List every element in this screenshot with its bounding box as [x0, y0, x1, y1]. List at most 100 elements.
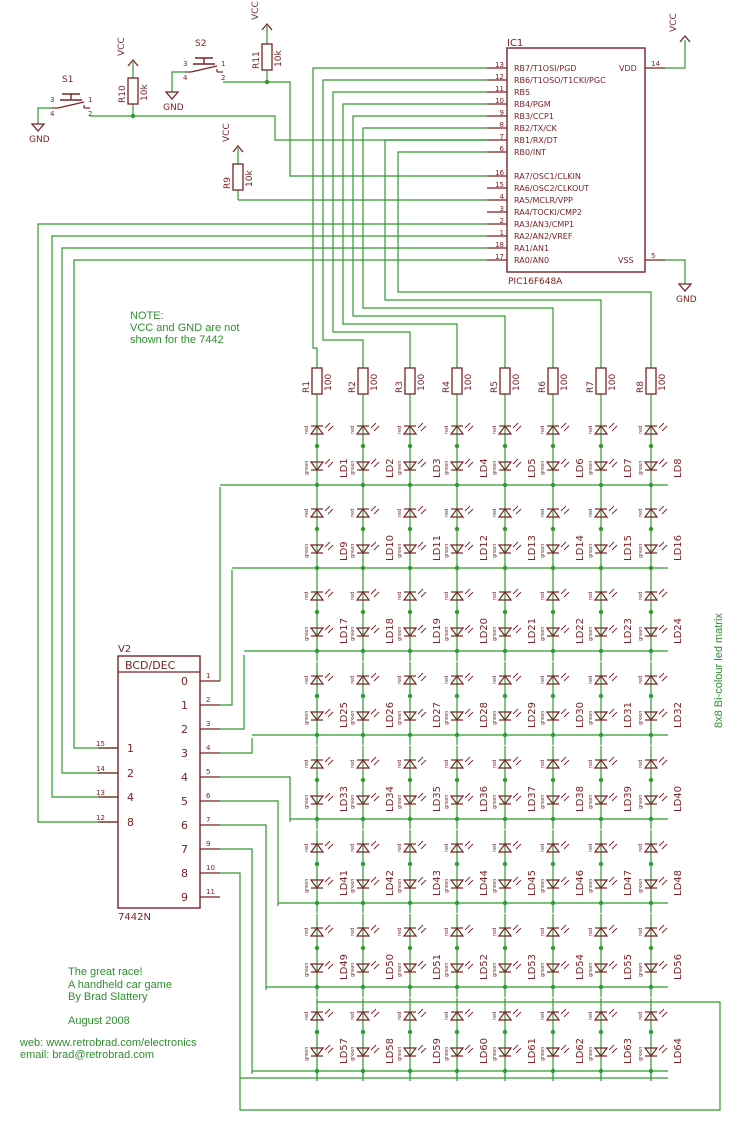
led-red-ray	[417, 505, 424, 512]
junction-dot	[407, 565, 413, 571]
led-green-label: green	[588, 879, 594, 893]
led-green-ray	[464, 541, 471, 548]
led-green-ray	[467, 544, 474, 551]
led-red-label: red	[492, 509, 498, 517]
led-red-ray	[611, 591, 618, 598]
resistor-body	[311, 367, 323, 395]
led-designator: LD52	[479, 954, 490, 980]
led-green-triangle	[643, 963, 659, 973]
led-designator: LD37	[527, 786, 538, 812]
junction-dot	[598, 984, 604, 990]
junction-dot	[360, 816, 366, 822]
led-green-ray	[563, 461, 570, 468]
junction-dot	[648, 777, 654, 783]
led-green-ray	[373, 627, 380, 634]
led-red-ray	[560, 924, 567, 931]
decoder-output-number: 7	[206, 816, 210, 824]
led-designator: LD12	[479, 535, 490, 561]
led-red-ray	[512, 756, 519, 763]
led-green-ray	[324, 1044, 331, 1051]
led-red-ray	[658, 756, 665, 763]
junction-dot	[502, 565, 508, 571]
junction-dot	[550, 482, 556, 488]
led-red-label: red	[350, 844, 356, 852]
led-designator: LD18	[385, 618, 396, 644]
led-red-ray	[327, 759, 334, 766]
led-red-ray	[420, 927, 427, 934]
junction-dot	[598, 1029, 604, 1035]
junction-dot	[360, 861, 366, 867]
led-green-ray	[327, 544, 334, 551]
led-red-ray	[560, 1008, 567, 1015]
led-red-label: red	[540, 760, 546, 768]
led-red-triangle	[309, 508, 325, 518]
junction-dot	[454, 777, 460, 783]
decoder-output-number: 10	[206, 864, 215, 872]
switch-blade	[190, 65, 218, 73]
led-red-label: red	[638, 844, 644, 852]
led-green-label: green	[350, 795, 356, 809]
ic1-pin-number: 12	[495, 73, 504, 81]
resistor-name: R7	[586, 381, 596, 393]
junction-dot	[648, 693, 654, 699]
led-green-triangle	[643, 879, 659, 889]
junction-dot	[550, 443, 556, 449]
led-green-ray	[324, 792, 331, 799]
led-green-triangle	[593, 461, 609, 471]
junction-dot	[598, 861, 604, 867]
led-red-ray	[611, 675, 618, 682]
led-red-ray	[420, 675, 427, 682]
led-green-label: green	[492, 1047, 498, 1061]
led-red-ray	[608, 840, 615, 847]
ic1-vdd-number: 14	[651, 60, 660, 68]
junction-dot	[407, 609, 413, 615]
vcc-arrow	[261, 22, 273, 31]
led-green-label: green	[304, 795, 310, 809]
led-green-label: green	[492, 627, 498, 641]
led-green-label: green	[397, 963, 403, 977]
vcc-symbol: VCC	[222, 123, 244, 153]
led-green-triangle	[402, 627, 418, 637]
led-designator: LD39	[623, 786, 634, 812]
led-green-triangle	[593, 627, 609, 637]
led-green-label: green	[397, 711, 403, 725]
led-designator: LD47	[623, 870, 634, 896]
led-red-triangle	[309, 843, 325, 853]
led-green-triangle	[497, 879, 513, 889]
led-red-label: red	[350, 592, 356, 600]
led-red-ray	[417, 1008, 424, 1015]
led-red-ray	[563, 675, 570, 682]
led-red-label: red	[304, 760, 310, 768]
junction-dot	[360, 482, 366, 488]
led-red-ray	[560, 588, 567, 595]
row-route-6	[220, 824, 267, 990]
led-designator: LD8	[673, 458, 684, 478]
junction-dot	[360, 443, 366, 449]
resistor-body	[127, 77, 139, 105]
led-green-ray	[467, 1047, 474, 1054]
led-red-triangle	[497, 675, 513, 685]
junction-dot	[502, 693, 508, 699]
led-green-label: green	[350, 1047, 356, 1061]
led-designator: LD38	[575, 786, 586, 812]
led-red-label: red	[397, 760, 403, 768]
resistor-name: R10	[118, 85, 128, 103]
led-red-triangle	[355, 425, 371, 435]
led-red-ray	[327, 675, 334, 682]
led-red-ray	[563, 927, 570, 934]
led-red-ray	[608, 756, 615, 763]
led-red-ray	[464, 924, 471, 931]
led-red-ray	[324, 588, 331, 595]
credits-title: The great race!	[68, 966, 143, 978]
junction-dot	[314, 482, 320, 488]
led-green-triangle	[449, 461, 465, 471]
